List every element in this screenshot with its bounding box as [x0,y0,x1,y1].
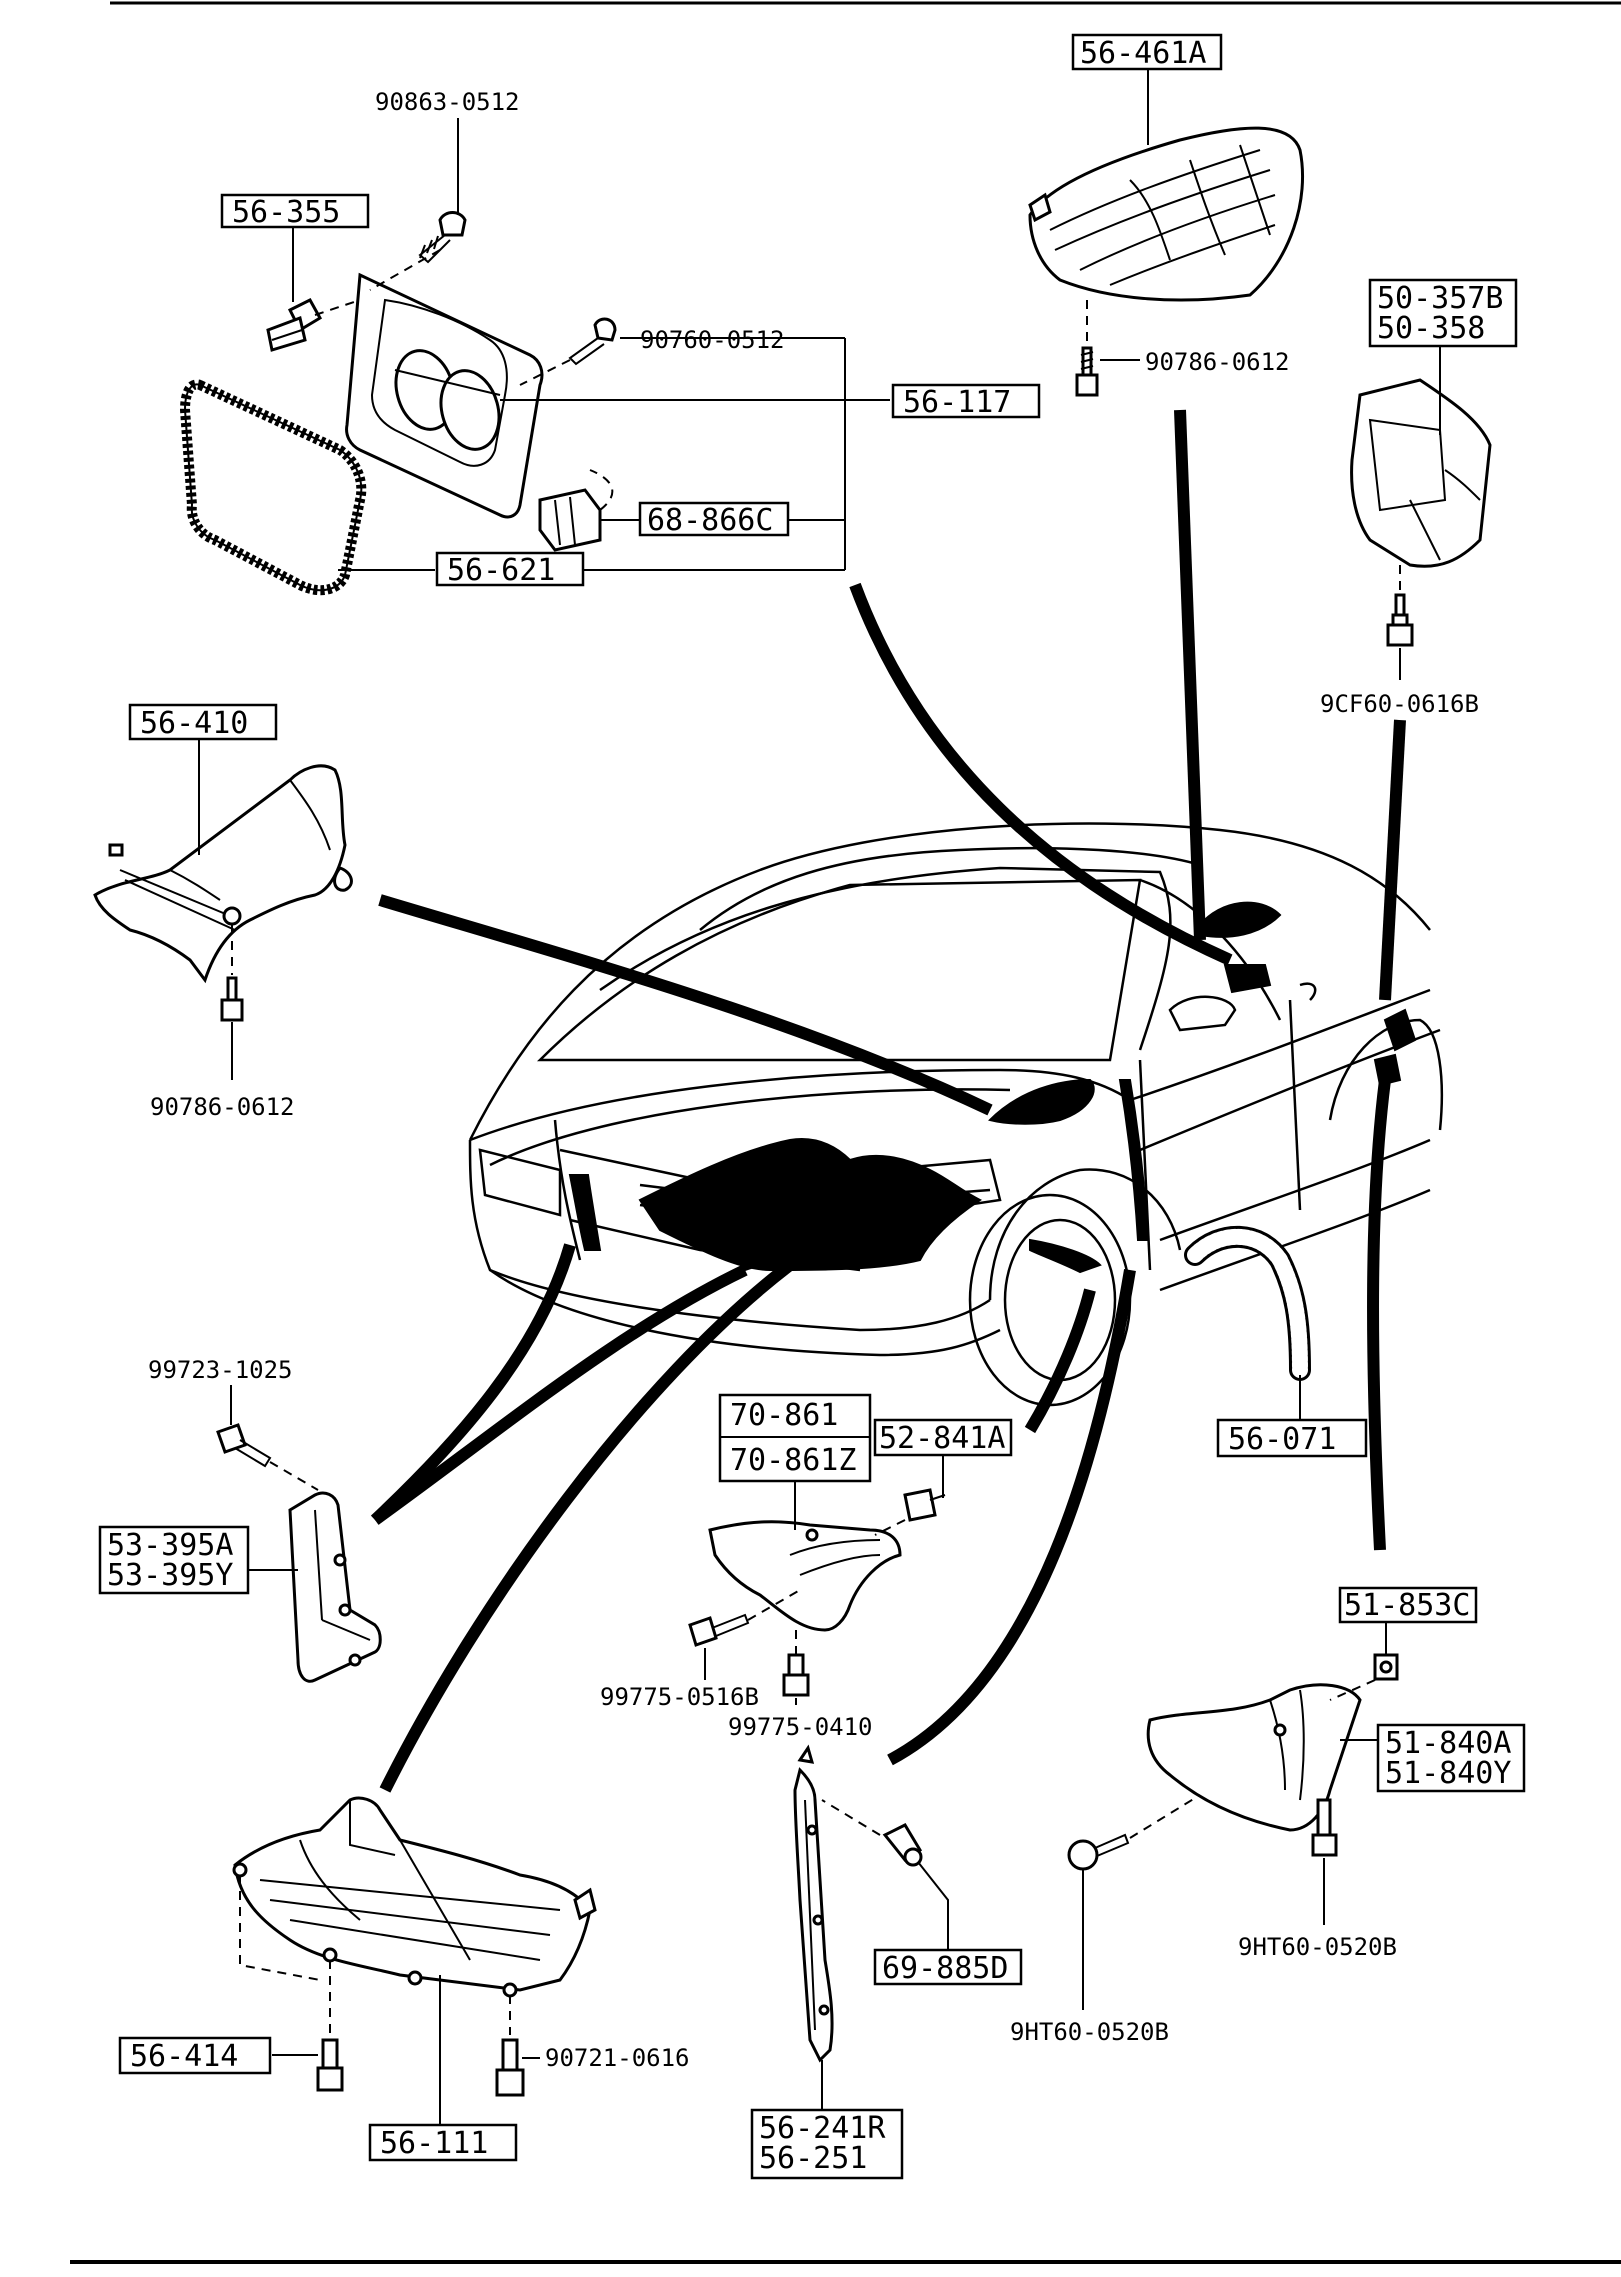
box-51-840A: 51-840A 51-840Y [1376,1723,1526,1793]
label-99775-0516B: 99775-0516B [600,1683,759,1711]
box-52-841A: 52-841A [873,1418,1013,1457]
bolt-99723-1025 [216,1423,272,1468]
bolt-90721-0616 [495,2038,525,2097]
box-56-461A: 56-461A [1071,33,1223,71]
callout-lines [370,409,1406,1793]
seal-56-071 [1184,1225,1311,1420]
box-70-861: 70-861 70-861Z [718,1393,872,1483]
box-51-853C: 51-853C [1338,1586,1478,1624]
label-9CF60-0616B: 9CF60-0616B [1320,690,1479,718]
seal-56-621 [179,379,367,596]
hood-insulator-56-461A [1028,68,1305,397]
label-99723-1025: 99723-1025 [148,1356,293,1384]
clip-52-841A [903,1488,946,1522]
screw-99775-0410 [782,1653,810,1697]
label-50-357B: 50-357B [1377,281,1503,316]
box-56-241R: 56-241R 56-251 [750,2108,904,2180]
label-52-841A: 52-841A [879,1421,1005,1456]
label-56-461A: 56-461A [1080,36,1206,71]
clip-68-866C [538,488,602,552]
box-56-621: 56-621 [435,551,585,588]
label-90760-0512: 90760-0512 [640,326,785,354]
box-56-071: 56-071 [1216,1418,1368,1458]
label-53-395A: 53-395A [107,1528,233,1563]
hood-insulator-highlight [988,1078,1095,1125]
label-69-885D: 69-885D [882,1951,1008,1986]
screw-99775-0516B [688,1613,750,1647]
bracket-53-395A [216,1385,382,1683]
fender-liner-56-241R [793,1744,949,2110]
engine-undercover-56-111 [232,1796,597,2125]
label-51-853C: 51-853C [1344,1588,1470,1623]
box-56-117: 56-117 [891,383,1041,420]
label-56-355: 56-355 [232,195,340,230]
bolt-56-414 [316,2038,344,2092]
splash-shield-50-357B [1350,345,1492,680]
label-56-117: 56-117 [903,385,1011,420]
label-70-861: 70-861 [730,1398,838,1433]
screw-9HT60-0520B-right [1311,1798,1338,1857]
label-56-251: 56-251 [759,2141,867,2176]
nut-51-853C [1373,1653,1399,1681]
seal-and-bracket-assembly [179,118,890,596]
box-56-414: 56-414 [118,2036,272,2075]
label-56-241R: 56-241R [759,2111,886,2146]
box-50-357B: 50-357B 50-358 [1368,278,1518,348]
bolt-90863-0512 [418,211,467,264]
label-70-861Z: 70-861Z [730,1443,856,1478]
box-56-111: 56-111 [368,2123,518,2162]
mudguard-51-840A [1067,1620,1399,2010]
label-90863-0512: 90863-0512 [375,88,520,116]
label-51-840A: 51-840A [1385,1726,1511,1761]
label-90786-0612-left: 90786-0612 [150,1093,295,1121]
box-56-355: 56-355 [220,193,370,230]
label-99775-0410: 99775-0410 [728,1713,873,1741]
clip-69-885D [882,1823,923,1867]
label-9HT60-0520B-right: 9HT60-0520B [1238,1933,1397,1961]
label-56-621: 56-621 [447,553,555,588]
label-68-866C: 68-866C [647,503,773,538]
bolt-90786-0612-left [220,976,244,1022]
label-90721-0616: 90721-0616 [545,2044,690,2072]
label-56-410: 56-410 [140,706,248,741]
clip-56-355 [266,298,323,352]
undercover-56-410 [93,740,353,1080]
box-56-410: 56-410 [128,703,278,741]
bolt-9CF60-0616B [1386,593,1414,647]
bolt-90786-0612-top [1075,346,1099,397]
label-53-395Y: 53-395Y [107,1558,233,1593]
box-69-885D: 69-885D [873,1948,1023,1986]
label-9HT60-0520B-left: 9HT60-0520B [1010,2018,1169,2046]
label-56-111: 56-111 [380,2126,488,2161]
mudguard-70-861 [688,1455,946,1705]
label-51-840Y: 51-840Y [1385,1756,1511,1791]
box-53-395A: 53-395A 53-395Y [98,1525,250,1595]
screw-90760-0512 [568,317,617,366]
label-56-414: 56-414 [130,2039,238,2074]
label-90786-0612-top: 90786-0612 [1145,348,1290,376]
box-68-866C: 68-866C [638,501,790,538]
screw-9HT60-0520B-left [1067,1833,1130,1871]
engine-undercover-highlight [638,1138,982,1272]
label-56-071: 56-071 [1228,1422,1336,1457]
label-50-358: 50-358 [1377,311,1485,346]
